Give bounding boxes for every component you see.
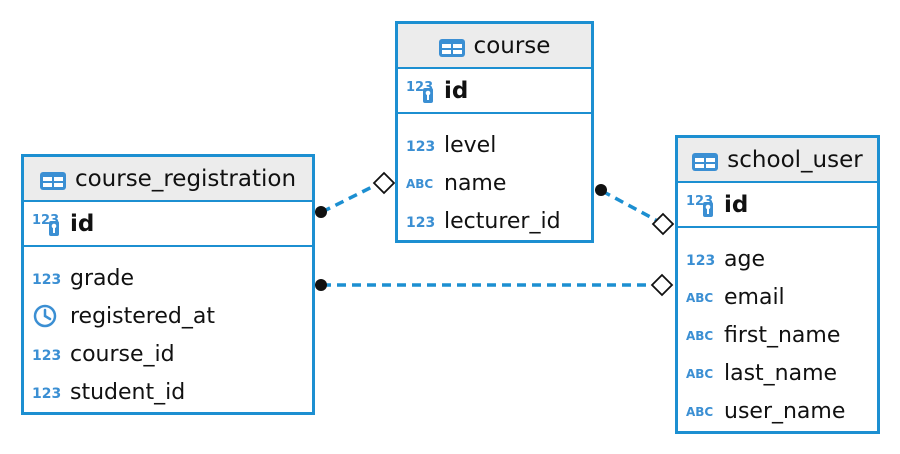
column-name: first_name (724, 322, 841, 348)
link-end-dot-icon (595, 184, 607, 196)
link-end-diamond-icon (651, 212, 675, 236)
svg-text:ABC: ABC (686, 329, 713, 343)
text-type-icon: ABC (686, 360, 720, 386)
column-list: 123 grade registered_at 123 course_id 12… (24, 247, 312, 411)
column-name: user_name (724, 398, 846, 424)
entity-header: school_user (678, 138, 877, 183)
number-type-icon: 123 (32, 379, 66, 405)
entity-title: school_user (727, 146, 863, 173)
column-list: 123 level ABC name 123 lecturer_id (398, 114, 591, 240)
svg-text:123: 123 (406, 215, 435, 231)
column-row[interactable]: 123 student_id (24, 373, 312, 411)
column-row[interactable]: 123 level (398, 126, 591, 164)
column-name: id (70, 210, 95, 237)
column-row[interactable]: ABC user_name (678, 392, 877, 430)
entity-header: course (398, 24, 591, 69)
svg-text:ABC: ABC (686, 367, 713, 381)
entity-course[interactable]: course 123 id 123 level ABC name 123 lec… (395, 21, 594, 243)
number-type-icon: 123 (32, 341, 66, 367)
column-row[interactable]: 123 course_id (24, 335, 312, 373)
primary-key-row[interactable]: 123 id (678, 183, 877, 228)
svg-text:ABC: ABC (686, 405, 713, 419)
link-course-registration-to-course[interactable] (321, 183, 377, 214)
primary-key-row[interactable]: 123 id (398, 69, 591, 114)
svg-text:123: 123 (406, 139, 435, 155)
column-name: grade (70, 265, 134, 291)
entity-title: course (473, 32, 551, 59)
link-end-diamond-icon (372, 171, 396, 195)
column-row[interactable]: registered_at (24, 297, 312, 335)
number-type-icon: 123 (406, 208, 440, 234)
column-name: email (724, 284, 785, 310)
column-row[interactable]: ABC first_name (678, 316, 877, 354)
column-row[interactable]: ABC last_name (678, 354, 877, 392)
column-name: name (444, 170, 507, 196)
column-row[interactable]: 123 lecturer_id (398, 202, 591, 240)
text-type-icon: ABC (406, 170, 440, 196)
number-type-icon: 123 (406, 132, 440, 158)
column-row[interactable]: 123 age (678, 240, 877, 278)
column-name: id (444, 77, 469, 104)
column-list: 123 age ABC email ABC first_name ABC las… (678, 228, 877, 430)
primary-key-row[interactable]: 123 id (24, 202, 312, 247)
clock-icon (32, 303, 66, 329)
column-row[interactable]: 123 grade (24, 259, 312, 297)
link-end-diamond-icon (650, 273, 674, 297)
column-name: registered_at (70, 303, 215, 329)
text-type-icon: ABC (686, 398, 720, 424)
entity-title: course_registration (74, 165, 297, 192)
svg-text:123: 123 (32, 386, 61, 402)
column-row[interactable]: ABC name (398, 164, 591, 202)
link-end-dot-icon (315, 206, 327, 218)
text-type-icon: ABC (686, 322, 720, 348)
column-name: last_name (724, 360, 838, 386)
number-type-icon: 123 (686, 246, 720, 272)
entity-header: course_registration (24, 157, 312, 202)
svg-text:123: 123 (32, 272, 61, 288)
entity-course-registration[interactable]: course_registration 123 id 123 grade reg… (21, 154, 315, 415)
key-number-icon: 123 (32, 211, 66, 237)
link-end-dot-icon (315, 279, 327, 291)
key-number-icon: 123 (406, 78, 440, 104)
number-type-icon: 123 (32, 265, 66, 291)
column-name: student_id (70, 379, 186, 405)
table-icon (438, 37, 465, 57)
column-name: level (444, 132, 497, 158)
link-course-to-school-user[interactable] (601, 189, 657, 222)
column-name: lecturer_id (444, 208, 561, 234)
key-number-icon: 123 (686, 192, 720, 218)
svg-text:ABC: ABC (686, 291, 713, 305)
svg-text:123: 123 (686, 253, 715, 269)
svg-text:123: 123 (32, 348, 61, 364)
column-name: age (724, 246, 765, 272)
entity-school-user[interactable]: school_user 123 id 123 age ABC email ABC… (675, 135, 880, 434)
column-row[interactable]: ABC email (678, 278, 877, 316)
column-name: id (724, 191, 749, 218)
text-type-icon: ABC (686, 284, 720, 310)
table-icon (692, 151, 719, 171)
table-icon (39, 170, 66, 190)
column-name: course_id (70, 341, 175, 367)
svg-text:ABC: ABC (406, 177, 433, 191)
